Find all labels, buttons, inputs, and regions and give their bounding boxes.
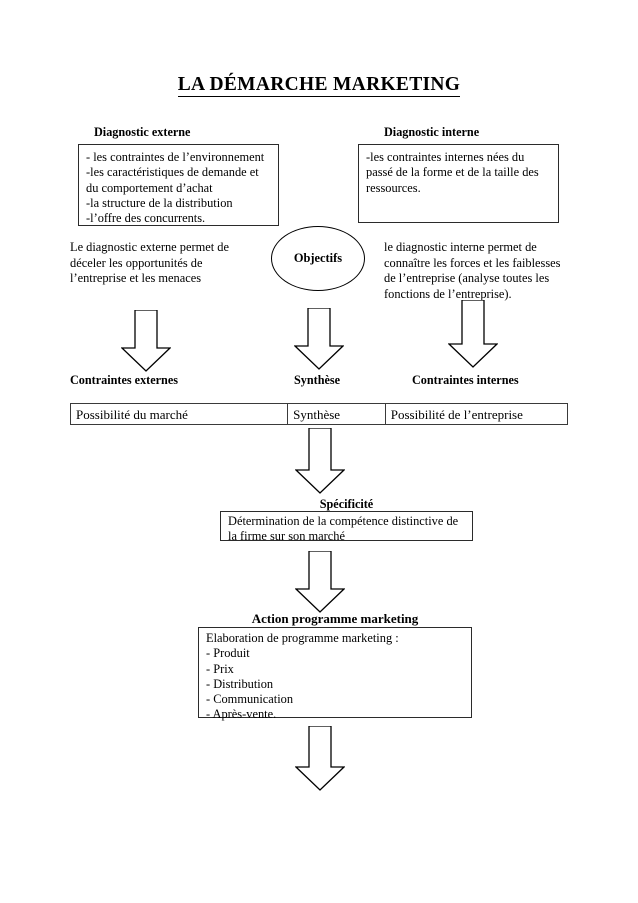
diagnostic-interne-note-line: de l’entreprise (analyse toutes les <box>384 271 550 286</box>
specificite-line: Détermination de la compétence distincti… <box>228 514 459 528</box>
diagnostic-externe-line: - les contraintes de l’environnement <box>86 150 265 164</box>
diagnostic-externe-note-line: l’entreprise et les menaces <box>70 271 202 286</box>
diagnostic-externe-line: du comportement d’achat <box>86 180 213 195</box>
action-programme-line: - Produit <box>206 646 250 661</box>
diagnostic-externe-line: -les caractéristiques de demande et <box>86 165 259 180</box>
diagnostic-interne-note: le diagnostic interne permet de connaîtr… <box>384 240 579 302</box>
page-title-text: LA DÉMARCHE MARKETING <box>177 74 461 97</box>
action-programme-line: - Communication <box>206 692 294 707</box>
diagnostic-interne-note-line: connaître les forces et les faiblesses <box>384 255 561 270</box>
action-programme-line: - Distribution <box>206 676 274 691</box>
arrow-external-to-constraints-icon <box>121 310 171 372</box>
arrow-action-to-next-icon <box>295 726 345 791</box>
diagnostic-externe-line: -l’offre des concurrents. <box>86 211 206 226</box>
action-programme-caption: Action programme marketing <box>251 611 419 626</box>
diagnostic-interne-box: -les contraintes internes nées du passé … <box>358 144 559 223</box>
specificite-caption: Spécificité <box>319 497 374 511</box>
objectifs-ellipse: Objectifs <box>271 226 365 291</box>
specificite-line: la firme sur son marché <box>228 529 345 544</box>
action-programme-line: - Prix <box>206 661 234 676</box>
heading-synthese: Synthèse <box>294 373 341 387</box>
diagnostic-externe-caption: Diagnostic externe <box>94 125 191 139</box>
diagnostic-interne-line: ressources. <box>366 180 421 195</box>
table-cell-possibilite-marche: Possibilité du marché <box>76 407 188 422</box>
specificite-box: Détermination de la compétence distincti… <box>220 511 473 544</box>
diagnostic-interne-note-line: le diagnostic interne permet de <box>384 240 537 254</box>
arrow-specificity-to-action-icon <box>295 551 345 613</box>
diagnostic-externe-note-line: déceler les opportunités de <box>70 255 203 270</box>
arrow-internal-to-constraints-icon <box>448 300 498 368</box>
table-cell-possibilite-entreprise: Possibilité de l’entreprise <box>384 404 567 424</box>
arrow-row-to-specificity-icon <box>295 428 345 494</box>
action-programme-line: - Après-vente. <box>206 707 277 722</box>
arrow-objectives-to-synthesis-icon <box>294 308 344 370</box>
diagnostic-externe-note-line: Le diagnostic externe permet de <box>70 240 229 254</box>
action-programme-line: Elaboration de programme marketing : <box>206 631 399 645</box>
diagnostic-interne-line: passé de la forme et de la taille des <box>366 165 539 180</box>
diagnostic-interne-note-line: fonctions de l’entreprise). <box>384 286 512 301</box>
table-cell-synthese: Synthèse <box>287 404 385 424</box>
constraints-table-row: Possibilité du marché Synthèse Possibili… <box>70 403 568 425</box>
diagnostic-externe-box: - les contraintes de l’environnement -le… <box>78 144 279 226</box>
heading-contraintes-internes: Contraintes internes <box>412 373 519 387</box>
diagnostic-interne-line: -les contraintes internes nées du <box>366 150 525 164</box>
diagnostic-interne-caption: Diagnostic interne <box>384 125 480 139</box>
page-title: LA DÉMARCHE MARKETING <box>0 74 638 97</box>
diagnostic-externe-line: -la structure de la distribution <box>86 195 233 210</box>
objectifs-label: Objectifs <box>293 251 343 265</box>
heading-contraintes-externes: Contraintes externes <box>70 373 178 387</box>
diagnostic-externe-note: Le diagnostic externe permet de déceler … <box>70 240 285 287</box>
action-programme-box: Elaboration de programme marketing : - P… <box>198 627 472 721</box>
